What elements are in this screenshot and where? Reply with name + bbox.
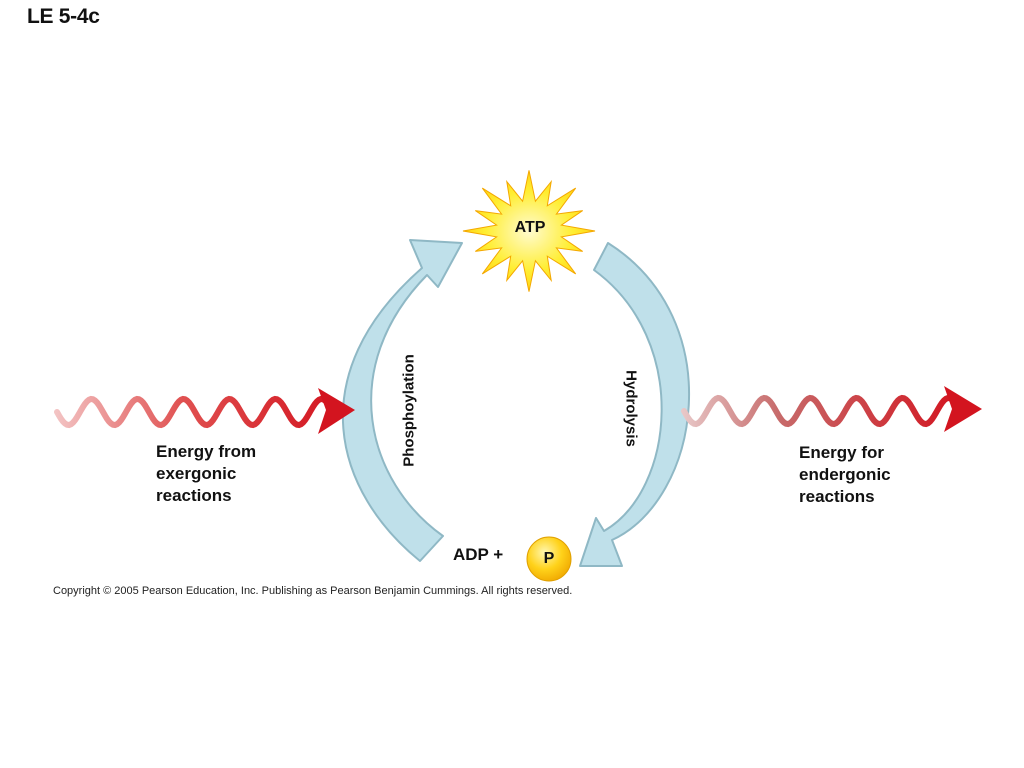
phosphorylation-label: Phosphoylation [400, 354, 418, 467]
energy-out-wave [681, 394, 959, 428]
energy-in-line-3: reactions [156, 486, 232, 505]
phosphorylation-arrow [341, 239, 463, 562]
energy-out-line-2: endergonic [799, 465, 891, 484]
energy-out-line-3: reactions [799, 487, 875, 506]
phosphate-label: P [543, 550, 555, 567]
copyright-text: Copyright © 2005 Pearson Education, Inc.… [53, 585, 573, 597]
phosphate-ball-icon [526, 536, 572, 582]
atp-label: ATP [514, 219, 546, 236]
atp-starburst-icon [462, 170, 596, 292]
energy-in-line-1: Energy from [156, 442, 257, 461]
energy-out-arrowhead [944, 386, 982, 432]
energy-in-wave [54, 395, 332, 429]
adp-label: ADP + [453, 545, 504, 564]
energy-in-line-2: exergonic [156, 464, 237, 483]
slide-title: LE 5-4c [27, 5, 100, 28]
energy-in-label: Energy from exergonic reactions [156, 441, 256, 507]
energy-out-line-1: Energy for [799, 443, 885, 462]
hydrolysis-arrow [579, 242, 691, 567]
energy-out-label: Energy for endergonic reactions [799, 442, 891, 508]
hydrolysis-label: Hydrolysis [622, 370, 640, 447]
energy-in-arrowhead [318, 388, 355, 434]
